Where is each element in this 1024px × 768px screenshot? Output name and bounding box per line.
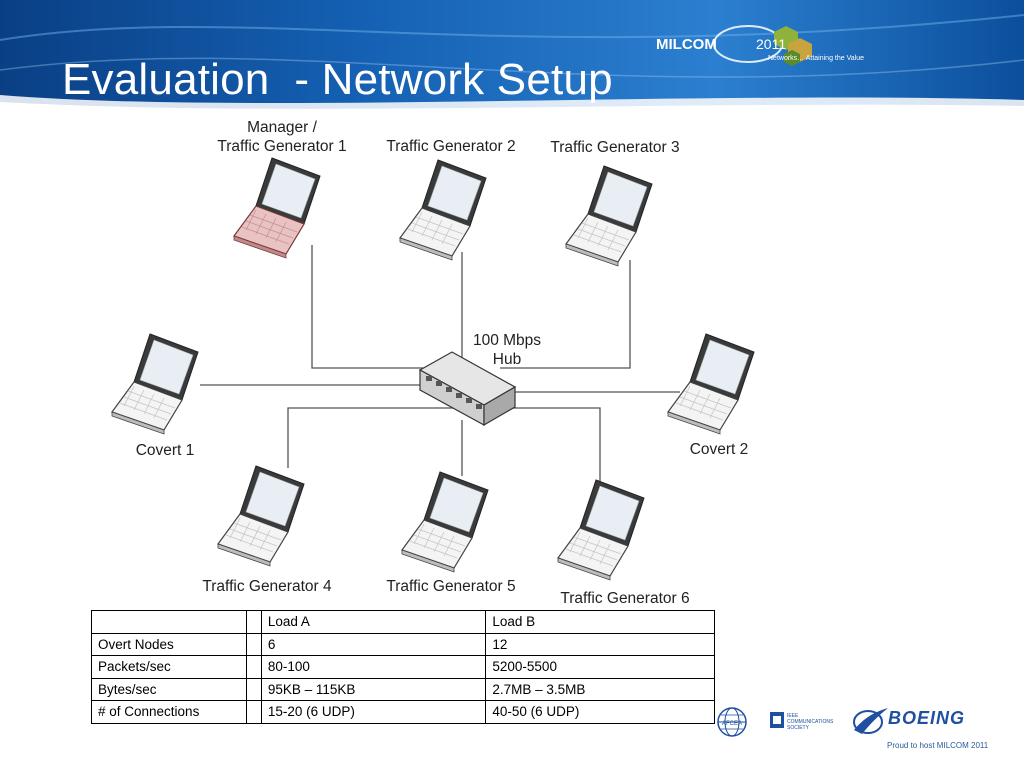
- table-cell: 95KB – 115KB: [260, 677, 487, 701]
- laptop-icon-tg4: [217, 465, 305, 567]
- link-tg3: [500, 260, 631, 369]
- table-cell: [245, 632, 262, 656]
- table-row: Packets/sec 80-100 5200-5500: [91, 655, 715, 679]
- table-cell: 12: [485, 632, 715, 656]
- afcea-logo-icon: AFCEA: [717, 707, 747, 737]
- table-cell: 6: [260, 632, 487, 656]
- proud-to-host-text: Proud to host MILCOM 2011: [887, 741, 989, 750]
- laptop-icon-tg2: [399, 159, 487, 261]
- table-cell: # of Connections: [91, 700, 247, 724]
- slide-title: Evaluation - Network Setup: [62, 55, 613, 104]
- laptop-icon-covert1: [111, 333, 199, 435]
- boeing-logo-icon: [853, 708, 888, 734]
- table-cell: 15-20 (6 UDP): [260, 700, 487, 724]
- laptop-icon-tg5: [401, 471, 489, 573]
- table-row: Bytes/sec 95KB – 115KB 2.7MB – 3.5MB: [91, 677, 715, 701]
- link-tg4: [287, 407, 460, 468]
- slide-header: Evaluation - Network Setup MILCOM 2011 N…: [0, 0, 1024, 112]
- logo-year: 2011: [756, 36, 787, 52]
- boeing-logo-text: BOEING: [888, 708, 966, 728]
- hub-icon: [418, 351, 517, 427]
- node-label-tg5: Traffic Generator 5: [386, 578, 516, 595]
- laptop-icon-covert2: [667, 333, 755, 435]
- table-cell: [245, 700, 262, 724]
- node-label-covert2: Covert 2: [689, 441, 749, 458]
- header-background: [0, 0, 1024, 112]
- afcea-text: AFCEA: [722, 721, 742, 727]
- link-manager: [311, 245, 430, 369]
- milcom-logo: MILCOM 2011 Networks… Attaining the Valu…: [656, 14, 886, 74]
- load-table: Load A Load B Overt Nodes 6 12 Packets/s…: [91, 610, 715, 724]
- table-cell: [245, 677, 262, 701]
- hub-label: 100 Mbps Hub: [472, 332, 542, 368]
- node-label-manager: Manager / Traffic Generator 1: [217, 119, 347, 155]
- node-label-tg2: Traffic Generator 2: [386, 138, 516, 155]
- logo-tagline: Networks… Attaining the Value: [768, 55, 864, 62]
- table-header-cell: Load A: [260, 610, 487, 634]
- table-header-cell: [245, 610, 262, 634]
- table-row: # of Connections 15-20 (6 UDP) 40-50 (6 …: [91, 700, 715, 724]
- globe-icon: [713, 25, 812, 66]
- table-cell: [245, 655, 262, 679]
- node-label-tg6: Traffic Generator 6: [560, 590, 690, 607]
- table-cell: Bytes/sec: [91, 677, 247, 701]
- node-label-covert1: Covert 1: [135, 442, 195, 459]
- table-header-cell: Load B: [485, 610, 715, 634]
- laptop-icon-tg3: [565, 165, 653, 267]
- table-cell: Packets/sec: [91, 655, 247, 679]
- ieee-logo-icon: [770, 712, 784, 728]
- table-header-row: Load A Load B: [91, 610, 715, 634]
- table-cell: 2.7MB – 3.5MB: [485, 677, 715, 701]
- laptop-icon-manager: [233, 157, 321, 259]
- table-cell: Overt Nodes: [91, 632, 247, 656]
- table-cell: 80-100: [260, 655, 487, 679]
- table-cell: 40-50 (6 UDP): [485, 700, 715, 724]
- table-cell: 5200-5500: [485, 655, 715, 679]
- network-diagram: [111, 157, 755, 581]
- logo-name: MILCOM: [656, 36, 717, 53]
- ieee-logo-text: IEEE COMMUNICATIONS SOCIETY: [787, 713, 834, 731]
- node-label-tg4: Traffic Generator 4: [202, 578, 332, 595]
- laptop-icon-tg6: [557, 479, 645, 581]
- table-header-cell: [91, 610, 247, 634]
- table-row: Overt Nodes 6 12: [91, 632, 715, 656]
- node-label-tg3: Traffic Generator 3: [550, 139, 680, 156]
